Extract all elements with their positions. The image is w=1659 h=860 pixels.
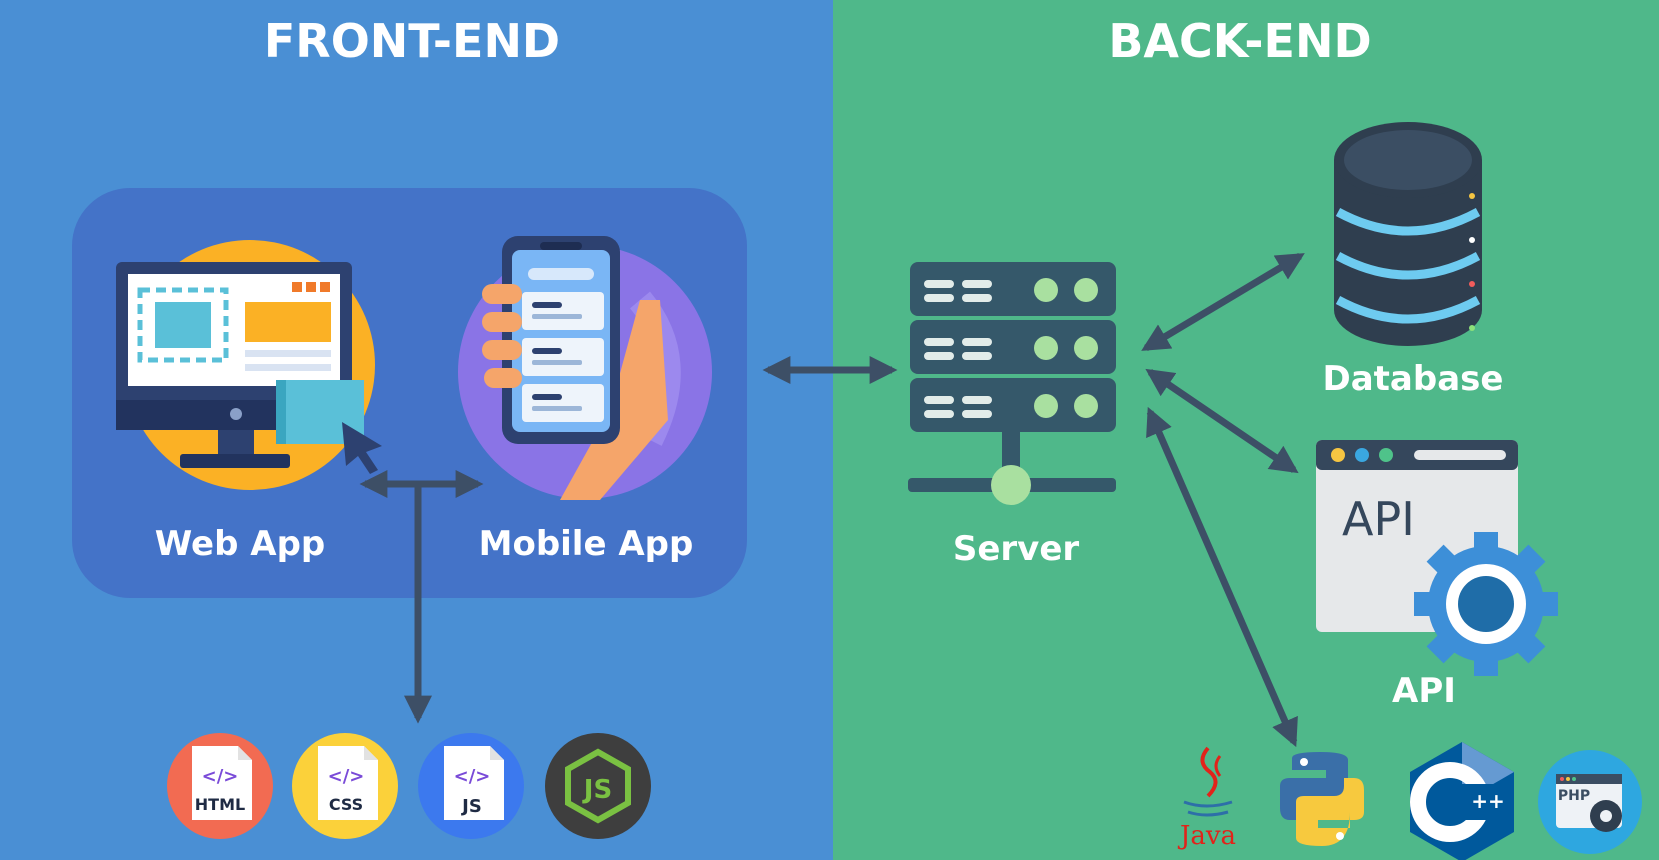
- css-badge-label: CSS: [329, 795, 363, 814]
- php-icon: PHP: [1538, 750, 1642, 854]
- java-icon: Java: [1177, 746, 1236, 851]
- arrow-server-database: [1141, 252, 1305, 352]
- api-gear-icon: API: [1316, 440, 1558, 676]
- database-icon: [1334, 122, 1482, 346]
- php-badge-label: PHP: [1558, 788, 1590, 804]
- java-badge-label: Java: [1177, 821, 1236, 851]
- python-icon: [1280, 752, 1364, 846]
- nodejs-badge-label: JS: [582, 775, 612, 805]
- cpp-badge-label: ++: [1471, 789, 1505, 813]
- svg-text:</>: </>: [454, 766, 491, 787]
- js-badge-label: JS: [460, 796, 482, 817]
- svg-text:</>: </>: [328, 766, 365, 787]
- mobile-app-label: Mobile App: [479, 524, 694, 564]
- cpp-icon: ++: [1410, 742, 1514, 860]
- server-label: Server: [953, 529, 1080, 569]
- frontend-title: FRONT-END: [264, 14, 560, 68]
- html-badge-label: HTML: [195, 795, 245, 814]
- svg-text:</>: </>: [202, 766, 239, 787]
- database-label: Database: [1323, 359, 1504, 399]
- backend-title: BACK-END: [1108, 14, 1371, 68]
- nodejs-icon: JS: [545, 733, 651, 839]
- api-window-text: API: [1342, 492, 1415, 546]
- monitor-icon: [116, 240, 382, 490]
- smartphone-icon: [458, 236, 712, 500]
- web-app-label: Web App: [155, 524, 326, 564]
- html-icon: </> HTML: [167, 733, 273, 839]
- css-icon: </> CSS: [292, 733, 398, 839]
- js-icon: </> JS: [418, 733, 524, 839]
- arrow-server-backend-tech: [1146, 406, 1298, 748]
- connector-arrows: [359, 252, 1305, 748]
- server-rack-icon: [908, 262, 1116, 505]
- api-label: API: [1392, 671, 1456, 711]
